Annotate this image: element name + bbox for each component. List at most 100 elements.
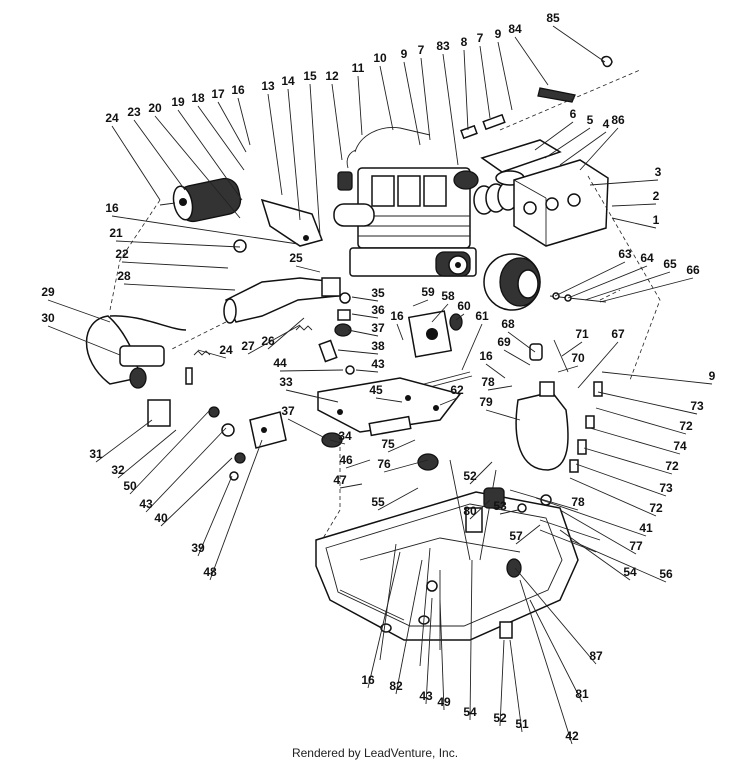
callout-34: 34: [329, 429, 352, 445]
callout-61: 61: [461, 309, 489, 371]
leader-line: [111, 125, 161, 201]
part-number-label: 7: [477, 31, 484, 45]
leader-line: [611, 203, 657, 207]
leader-line: [197, 105, 245, 171]
leader-line: [395, 559, 423, 695]
part-number-label: 43: [419, 689, 433, 703]
leader-line: [514, 567, 597, 665]
part-number-label: 77: [629, 539, 643, 553]
callout-33: 33: [279, 375, 339, 403]
leader-line: [115, 240, 241, 248]
part-number-label: 47: [333, 473, 347, 487]
leader-line: [544, 127, 591, 159]
part-number-label: 54: [623, 565, 637, 579]
part-number-label: 74: [673, 439, 687, 453]
callout-52a: 52: [463, 461, 493, 485]
callout-60: 60: [455, 299, 471, 321]
callout-68: 68: [501, 317, 536, 353]
callout-67: 67: [577, 327, 625, 389]
leader-line: [534, 121, 574, 151]
leader-line: [469, 499, 491, 520]
part-number-label: 52: [493, 711, 507, 725]
part-number-label: 2: [653, 189, 660, 203]
part-number-label: 29: [41, 285, 55, 299]
part-number-label: 63: [618, 247, 632, 261]
part-number-label: 87: [589, 649, 603, 663]
leader-line: [485, 363, 506, 379]
part-number-label: 16: [105, 201, 119, 215]
leader-line: [367, 551, 401, 689]
engine-mount-plate: [317, 377, 462, 433]
part-number-label: 11: [352, 61, 365, 75]
part-number-label: 85: [546, 11, 560, 25]
callout-83: 83: [436, 39, 459, 166]
callout-86: 86: [579, 113, 625, 171]
part-number-label: 13: [261, 79, 275, 93]
leader-line: [123, 283, 236, 291]
leader-line: [497, 41, 513, 111]
callout-14: 14: [281, 74, 301, 221]
part-number-label: 37: [281, 404, 295, 418]
leader-line: [529, 599, 583, 703]
leader-line: [485, 409, 521, 421]
part-number-label: 16: [231, 83, 245, 97]
leader-line: [287, 88, 301, 221]
callout-72a: 72: [595, 407, 693, 435]
part-number-label: 65: [663, 257, 677, 271]
engine-block: [349, 167, 477, 277]
leader-line: [535, 497, 647, 537]
leader-line: [579, 127, 619, 171]
callout-53: 53: [493, 499, 519, 515]
muffler-bracket: [260, 198, 323, 247]
part-number-label: 24: [219, 343, 233, 357]
callout-44: 44: [273, 356, 344, 372]
part-number-label: 43: [139, 497, 153, 511]
callout-35: 35: [351, 286, 385, 302]
leader-line: [595, 407, 687, 435]
part-number-label: 75: [381, 437, 395, 451]
leader-line: [383, 459, 429, 473]
part-number-label: 73: [690, 399, 704, 413]
part-number-label: 70: [571, 351, 585, 365]
leader-line: [559, 509, 637, 555]
leader-line: [559, 529, 631, 581]
part-number-label: 53: [493, 499, 507, 513]
callout-57: 57: [509, 524, 541, 545]
part-number-label: 7: [418, 43, 425, 57]
part-number-label: 36: [371, 303, 385, 317]
callout-32: 32: [111, 429, 177, 479]
oil-tank: [515, 391, 569, 471]
callout-15: 15: [303, 69, 321, 236]
leader-line: [567, 265, 648, 299]
callout-11: 11: [352, 61, 365, 136]
callout-84: 84: [508, 22, 549, 86]
part-number-label: 57: [509, 529, 523, 543]
leader-line: [469, 461, 493, 485]
leader-line: [295, 265, 321, 273]
callout-38: 38: [337, 339, 385, 355]
leader-line: [420, 57, 431, 141]
leader-line: [355, 369, 379, 373]
part-number-label: 46: [339, 453, 353, 467]
leader-line: [329, 439, 346, 445]
callout-70: 70: [557, 351, 585, 373]
callout-72b: 72: [583, 447, 679, 475]
leader-line: [499, 639, 505, 727]
leader-line: [403, 61, 421, 146]
leader-line: [111, 215, 299, 245]
callout-69: 69: [497, 335, 531, 366]
chassis-frame: [315, 491, 579, 641]
callout-5: 5: [544, 113, 594, 159]
part-number-label: 56: [659, 567, 673, 581]
part-number-label: 80: [463, 504, 477, 518]
callout-49: 49: [437, 599, 451, 711]
leader-line: [279, 369, 344, 372]
footer-credit: Rendered by LeadVenture, Inc.: [291, 746, 459, 760]
part-number-label: 18: [191, 91, 205, 105]
part-number-label: 44: [273, 356, 287, 370]
part-number-label: 54: [463, 705, 477, 719]
leader-line: [514, 36, 549, 86]
part-number-label: 76: [377, 457, 391, 471]
callout-21: 21: [109, 226, 241, 248]
